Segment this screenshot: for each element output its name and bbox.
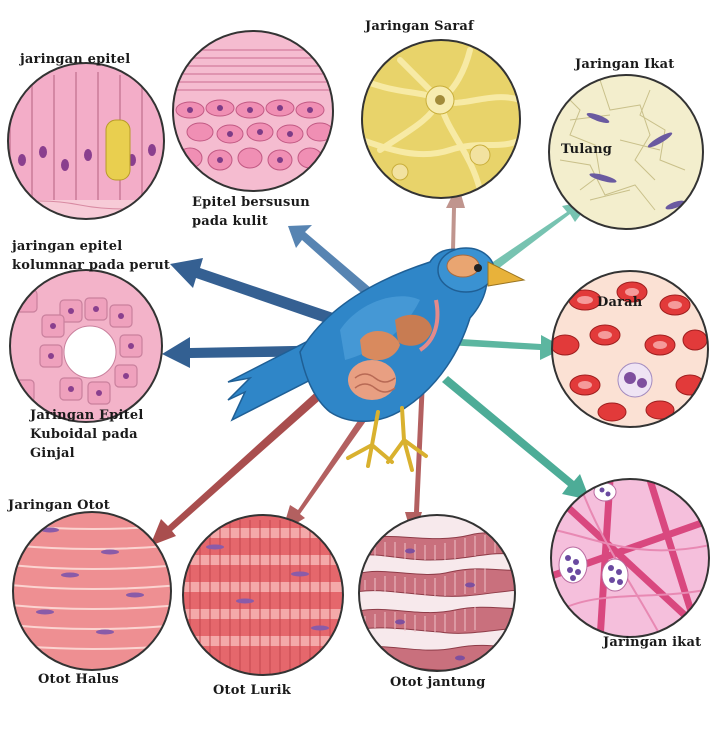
label-epitel-kuboidal: Jaringan Epitel Kuboidal pada Ginjal: [30, 408, 144, 461]
label-otot-jantung: Otot jantung: [390, 675, 486, 690]
label-jaringan-epitel: jaringan epitel: [20, 52, 131, 67]
circle-jaringan-epitel: [7, 62, 165, 220]
label-darah: Darah: [597, 295, 643, 310]
label-tulang: Tulang: [561, 142, 613, 157]
circle-jaringan-saraf: [361, 39, 521, 199]
circle-otot-jantung: [358, 514, 516, 672]
circle-otot-lurik: [182, 514, 344, 676]
label-otot-lurik: Otot Lurik: [213, 683, 291, 698]
circle-epitel-bersusun: [172, 30, 334, 192]
label-otot-halus: Otot Halus: [38, 672, 119, 687]
bird: [227, 247, 526, 472]
arrow-to-halus: [150, 370, 346, 546]
circle-tulang: [548, 74, 704, 230]
circle-kuboidal: [9, 269, 163, 423]
arrow-to-ikat: [442, 376, 590, 500]
arrow-to-kuboidal: [162, 337, 345, 368]
label-jaringan-ikat-bottom: Jaringan ikat: [603, 635, 702, 650]
circle-jaringan-ikat-bottom: [550, 478, 710, 638]
label-jaringan-saraf: Jaringan Saraf: [365, 19, 474, 34]
arrow-to-tulang: [484, 200, 592, 275]
circle-darah: [551, 270, 709, 428]
arrow-to-kolumnar: [170, 258, 360, 333]
label-jaringan-otot: Jaringan Otot: [8, 498, 110, 513]
label-epitel-bersusun: Epitel bersusun pada kulit: [192, 195, 310, 229]
arrows: [150, 184, 592, 546]
arrow-to-bersusun: [288, 225, 385, 308]
arrow-to-saraf: [446, 184, 465, 250]
label-jaringan-ikat-top: Jaringan Ikat: [575, 57, 675, 72]
arrow-to-lurik: [282, 400, 378, 532]
arrow-to-jantung: [405, 380, 425, 540]
label-epitel-kolumnar: jaringan epitel kolumnar pada perut: [12, 239, 171, 273]
arrow-to-darah: [445, 335, 565, 360]
circle-otot-halus: [12, 511, 172, 671]
